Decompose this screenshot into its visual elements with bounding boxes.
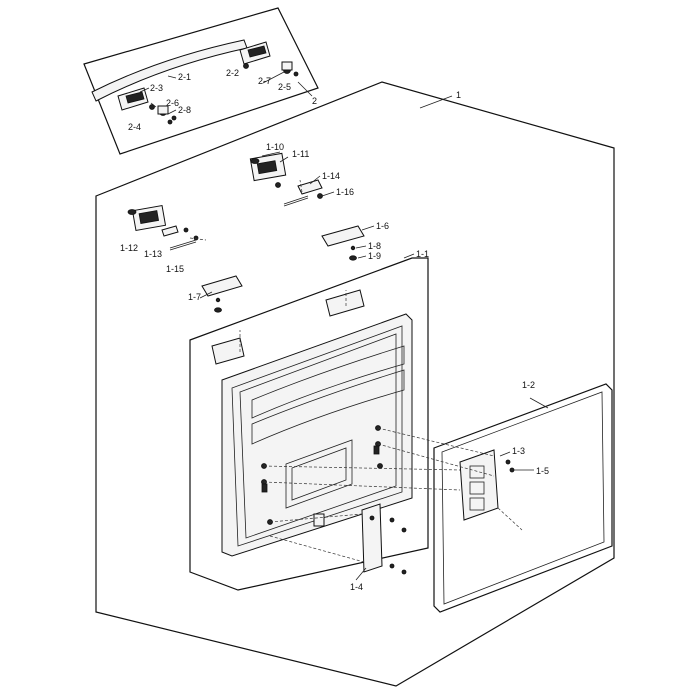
label-1-16: 1-16 xyxy=(336,187,354,197)
label-2-4: 2-4 xyxy=(128,122,141,132)
label-1-13: 1-13 xyxy=(144,249,162,259)
label-1-3: 1-3 xyxy=(512,446,525,456)
top-hinge-group xyxy=(249,152,323,207)
door-panel xyxy=(211,289,413,557)
part-labels: 1 2 2-1 2-2 2-3 2-4 2-5 2-6 2-7 2-8 1-1 … xyxy=(120,68,549,592)
label-1: 1 xyxy=(456,90,461,100)
latch-bracket-lower xyxy=(361,503,407,575)
label-1-2: 1-2 xyxy=(522,380,535,390)
small-screws xyxy=(214,245,357,313)
label-1-7: 1-7 xyxy=(188,292,201,302)
door-subassembly-box xyxy=(189,257,429,591)
label-1-11: 1-11 xyxy=(292,149,309,159)
label-1-10: 1-10 xyxy=(266,142,284,152)
alignment-lines xyxy=(189,179,523,563)
label-2: 2 xyxy=(312,96,317,106)
label-1-5: 1-5 xyxy=(536,466,549,476)
label-2-7: 2-7 xyxy=(258,76,271,86)
label-2-5: 2-5 xyxy=(278,82,291,92)
label-1-9: 1-9 xyxy=(368,251,381,261)
label-2-2: 2-2 xyxy=(226,68,239,78)
label-1-4: 1-4 xyxy=(350,582,363,592)
door-assembly-box xyxy=(95,81,615,687)
label-2-6: 2-6 xyxy=(166,98,179,108)
label-1-15: 1-15 xyxy=(166,264,184,274)
label-1-6: 1-6 xyxy=(376,221,389,231)
door-gasket xyxy=(433,383,613,613)
handle-bar xyxy=(91,39,248,102)
label-1-1: 1-1 xyxy=(416,249,429,259)
leader-lines xyxy=(139,71,549,581)
label-2-8: 2-8 xyxy=(178,105,191,115)
label-1-12: 1-12 xyxy=(120,243,138,253)
handle-fittings xyxy=(149,61,299,125)
handle-assembly-box xyxy=(83,7,319,155)
trim-plate-left xyxy=(201,275,243,297)
label-1-8: 1-8 xyxy=(368,241,381,251)
end-cap-left xyxy=(117,87,149,111)
label-1-14: 1-14 xyxy=(322,171,340,181)
left-hinge-group xyxy=(127,204,199,251)
trim-plate-right xyxy=(321,225,365,247)
latch-bracket-right xyxy=(459,449,515,521)
label-2-3: 2-3 xyxy=(150,83,163,93)
label-2-1: 2-1 xyxy=(178,72,191,82)
end-cap-right xyxy=(239,41,271,65)
